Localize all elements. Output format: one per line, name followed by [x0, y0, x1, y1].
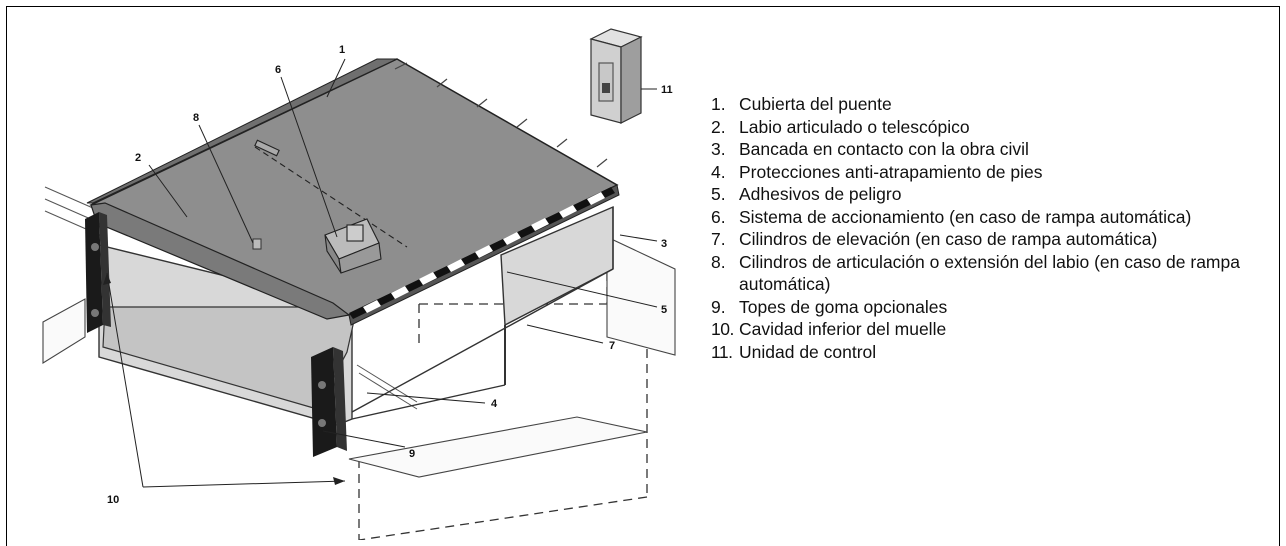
legend-item: 4. Protecciones anti-atrapamiento de pies	[711, 161, 1281, 184]
legend-item-number: 8.	[711, 251, 726, 272]
callout-4: 4	[491, 398, 498, 410]
legend-item: 7. Cilindros de elevación (en caso de ram…	[711, 228, 1281, 251]
legend-item-text: Bancada en contacto con la obra civil	[739, 139, 1029, 159]
concrete-blocks	[42, 236, 676, 478]
legend-item-text: Cubierta del puente	[739, 94, 892, 114]
deck-back-edge	[86, 58, 398, 204]
legend-item-number: 6.	[711, 206, 726, 227]
legend-item: 1. Cubierta del puente	[711, 93, 1281, 116]
figure-frame: 1 2 3 4 5 6 7 8 9 10 11 1. Cubierta del p…	[6, 6, 1280, 546]
callout-11: 11	[661, 84, 673, 96]
legend-item: 8. Cilindros de articulación o extensión …	[711, 251, 1281, 296]
arrowheads	[103, 273, 345, 485]
drive-unit	[254, 139, 408, 274]
rubber-bumpers	[85, 212, 347, 457]
callout-8: 8	[193, 112, 199, 124]
legend-item: 5. Adhesivos de peligro	[711, 183, 1281, 206]
callout-1: 1	[339, 44, 345, 56]
legend-item-number: 11.	[711, 341, 733, 362]
lip-cylinder	[252, 238, 262, 250]
legend-item: 11. Unidad de control	[711, 341, 1281, 364]
legend-item-text: Cilindros de elevación (en caso de rampa…	[739, 229, 1158, 249]
legend-list: 1. Cubierta del puente 2. Labio articulado…	[711, 93, 1281, 363]
legend-item-number: 7.	[711, 229, 726, 249]
legend-item: 9. Topes de goma opcionales	[711, 296, 1281, 319]
legend-item-text: Topes de goma opcionales	[739, 296, 948, 317]
legend-item-number: 10.	[711, 319, 734, 339]
callout-2: 2	[135, 152, 141, 164]
leader-lines	[106, 58, 658, 488]
callout-5: 5	[661, 304, 667, 316]
legend-item-number: 3.	[711, 139, 726, 159]
legend-item-text: Cavidad inferior del muelle	[739, 319, 947, 339]
legend-item-text: Cilindros de articulación o extensión de…	[739, 251, 1240, 295]
control-box	[589, 28, 643, 124]
legend-item-number: 5.	[711, 184, 726, 204]
rear-edge-ribs	[394, 62, 608, 168]
legend-item-text: Adhesivos de peligro	[739, 184, 902, 204]
dock-leveler-illustration: 1 2 3 4 5 6 7 8 9 10 11	[42, 28, 676, 540]
legend-item-number: 9.	[711, 296, 726, 317]
legend-item-number: 2.	[711, 116, 726, 137]
callout-3: 3	[661, 238, 667, 250]
legend-item-text: Labio articulado o telescópico	[739, 116, 970, 137]
legend-item-number: 1.	[711, 94, 726, 114]
warning-stripes	[349, 187, 615, 319]
legend-item-text: Protecciones anti-atrapamiento de pies	[739, 161, 1043, 182]
legend-item: 10.Cavidad inferior del muelle	[711, 318, 1281, 341]
legend-item-text: Sistema de accionamiento (en caso de ram…	[739, 206, 1192, 227]
legend-item: 6. Sistema de accionamiento (en caso de r…	[711, 206, 1281, 229]
legend-item: 2. Labio articulado o telescópico	[711, 116, 1281, 139]
callout-10: 10	[107, 494, 119, 506]
callout-7: 7	[609, 340, 615, 352]
legend-item: 3. Bancada en contacto con la obra civil	[711, 138, 1281, 161]
callout-9: 9	[409, 448, 415, 460]
legend-item-text: Unidad de control	[739, 341, 877, 362]
legend-item-number: 4.	[711, 161, 726, 182]
callout-6: 6	[275, 64, 281, 76]
